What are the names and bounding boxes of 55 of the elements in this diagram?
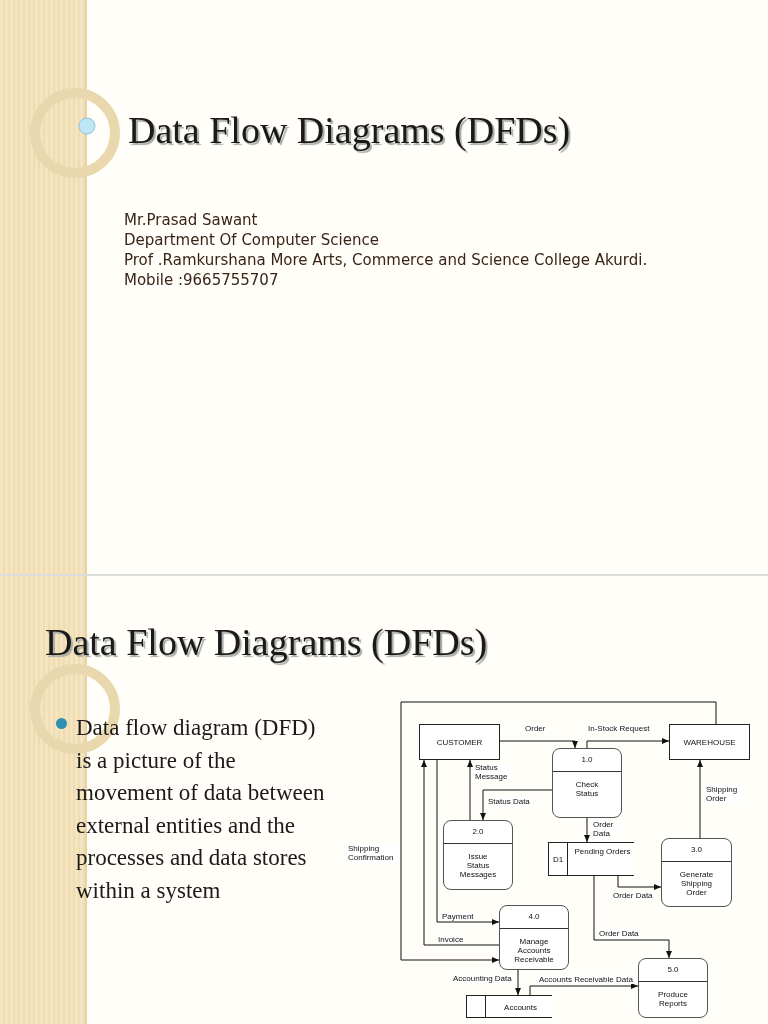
process-number: 4.0 [500,906,568,929]
process-box [661,838,732,907]
edge-label: Shipping Order [705,785,743,803]
data-store [466,995,552,1018]
slide-title: Data Flow Diagrams (DFDs) [128,108,571,152]
data-store [548,842,634,876]
entity-box: WAREHOUSE [669,724,750,760]
edge-label: Accounting Data [452,974,513,983]
arrow [499,740,578,749]
bullet-paragraph: Data flow diagram (DFD) is a picture of the movement of data between external entities and the processes and data stores within a system [76,714,326,905]
edge-label: Invoice [437,935,465,944]
process-name: Produce Reports [657,990,689,1008]
edge-label: Order Data [592,820,620,838]
process-number: 2.0 [444,821,512,844]
process-box [499,905,569,970]
arrow [467,759,473,821]
process-number: 1.0 [553,749,621,772]
process-name: Check Status [574,780,600,798]
process-name: Manage Accounts Receivable [513,937,555,964]
process-box [443,820,513,890]
edge-label: Status Message [474,763,512,781]
store-id: D1 [549,843,568,875]
arrow [586,738,670,749]
arrow [480,789,553,821]
college-text: Prof .Ramkurshana More Arts, Commerce and Science College Akurdi. [124,250,648,270]
author-name: Mr.Prasad Sawant [124,210,258,230]
arrow [436,759,500,925]
edge-label: Shipping Confirmation [347,844,399,862]
department-text: Department Of Computer Science [124,230,379,250]
phone-text: Mobile :9665755707 [124,270,279,290]
arrow [529,983,639,996]
process-box [638,958,708,1018]
process-number: 3.0 [662,839,731,862]
arrow [617,875,662,890]
edge-label: In-Stock Request [587,724,651,733]
arrow [421,759,500,946]
process-number: 5.0 [639,959,707,982]
edge-label: Accounts Receivable Data [538,975,634,984]
edge-label: Order [524,724,547,733]
edge-label: Order Data [598,929,640,938]
arrow [697,759,703,839]
arrow [515,969,521,996]
process-box [552,748,622,818]
edge-label: Status Data [487,797,531,806]
process-name: Issue Status Messages [458,852,498,879]
slide-title: Data Flow Diagrams (DFDs) [45,620,488,664]
store-name: Accounts [503,1003,538,1012]
arrow [584,817,590,843]
store-name: Pending Orders [573,847,632,856]
arrow [400,701,717,963]
entity-box: CUSTOMER [419,724,500,760]
edge-label: Payment [441,912,475,921]
arrow [593,875,672,959]
edge-label: Order Data [612,891,654,900]
process-name: Generate Shipping Order [678,870,715,897]
